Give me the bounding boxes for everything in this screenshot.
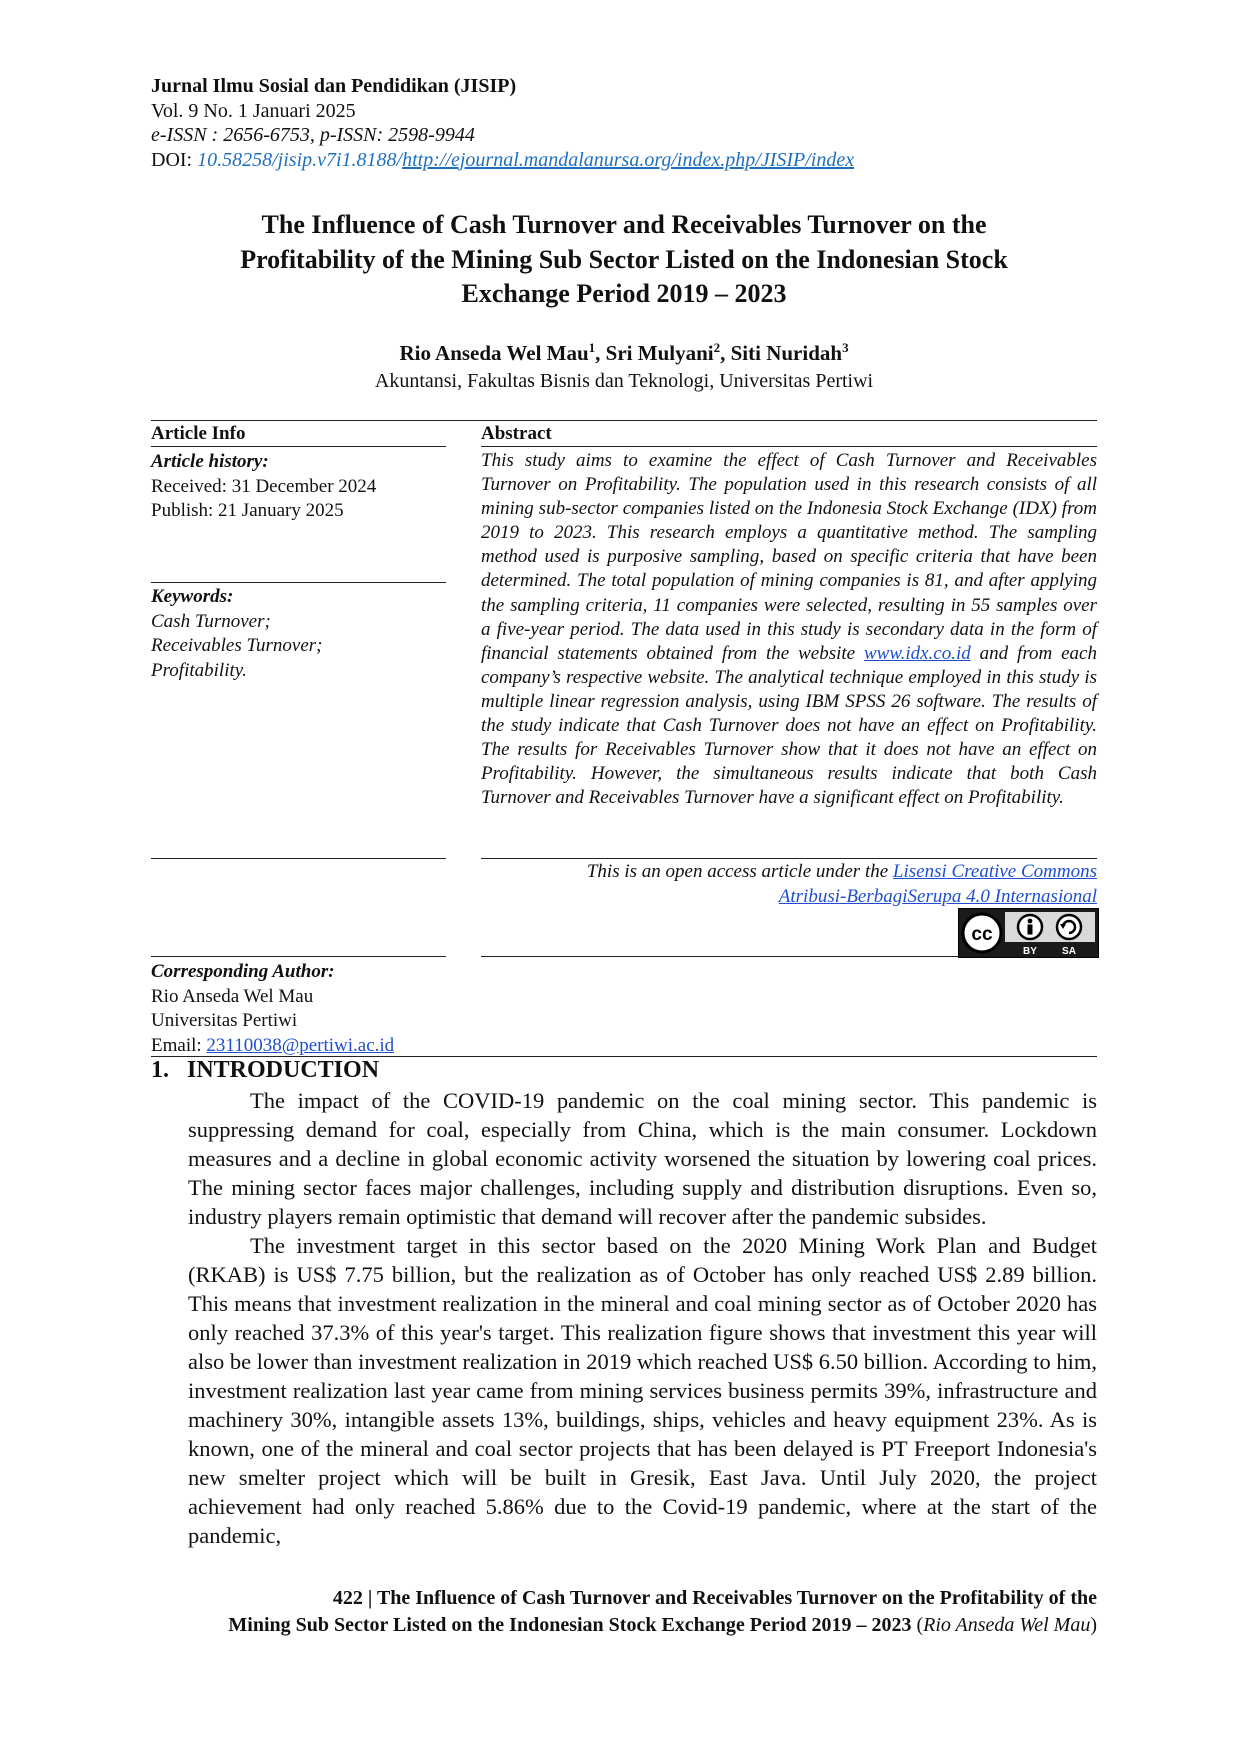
by-text: BY [1023, 946, 1037, 957]
corresponding-email: Email: 23110038@pertiwi.ac.id [151, 1034, 446, 1059]
abstract-heading: Abstract [481, 423, 552, 444]
introduction-heading: 1. INTRODUCTION [151, 1057, 380, 1083]
footer-separator: | [362, 1587, 377, 1609]
rule-left-corr [151, 956, 446, 957]
keyword-item: Profitability. [151, 659, 247, 681]
author-1-sup: 1 [588, 340, 596, 355]
email-label: Email: [151, 1034, 207, 1056]
keywords-label: Keywords: [151, 586, 234, 607]
footer-title-line-1: The Influence of Cash Turnover and Recei… [376, 1587, 1097, 1609]
corresponding-author: Corresponding Author: Rio Anseda Wel Mau… [151, 960, 446, 1058]
rule-bottom [151, 1056, 1097, 1057]
paper-title: The Influence of Cash Turnover and Recei… [151, 208, 1097, 312]
abstract-text-part-2: and from each company’s respective websi… [481, 642, 1097, 809]
sa-text: SA [1062, 946, 1076, 957]
email-link[interactable]: 23110038@pertiwi.ac.id [206, 1034, 395, 1056]
keyword-item: Cash Turnover; [151, 610, 271, 632]
footer-author: Rio Anseda Wel Mau [923, 1613, 1091, 1636]
corresponding-affiliation: Universitas Pertiwi [151, 1010, 298, 1031]
license-link-2[interactable]: Atribusi-BerbagiSerupa 4.0 Internasional [778, 885, 1097, 907]
author-1: Rio Anseda Wel Mau [399, 341, 589, 365]
page-number: 422 [332, 1587, 363, 1609]
rule-left-keywords [151, 582, 446, 583]
cc-text: cc [971, 924, 993, 945]
journal-volume: Vol. 9 No. 1 Januari 2025 [151, 99, 356, 122]
cc-by-sa-license-icon[interactable]: cc BY SA [958, 908, 1099, 958]
page-footer: 422 | The Influence of Cash Turnover and… [228, 1587, 1097, 1636]
journal-header: Jurnal Ilmu Sosial dan Pendidikan (JISIP… [151, 74, 854, 172]
introduction-body: The impact of the COVID-19 pandemic on t… [188, 1086, 1097, 1550]
open-access-text: This is an open access article under the [586, 861, 893, 882]
journal-doi: DOI: 10.58258/jisip.v7i1.8188/http://ejo… [151, 148, 854, 173]
received-date: Received: 31 December 2024 [151, 475, 377, 497]
keywords-block: Keywords: Cash Turnover; Receivables Tur… [151, 585, 446, 683]
corresponding-label: Corresponding Author: [151, 961, 335, 982]
title-line-3: Exchange Period 2019 – 2023 [461, 279, 787, 308]
corresponding-name: Rio Anseda Wel Mau [151, 985, 314, 1007]
intro-paragraph-1: The impact of the COVID-19 pandemic on t… [188, 1088, 1097, 1229]
rule-left-info [151, 446, 446, 447]
rule-abstract-head [481, 446, 1097, 447]
doi-label: DOI: [151, 148, 198, 171]
affiliation: Akuntansi, Fakultas Bisnis dan Teknologi… [374, 370, 874, 392]
author-3-sup: 3 [842, 340, 849, 355]
doi-link[interactable]: 10.58258/jisip.v7i1.8188/ [197, 148, 403, 171]
open-access-note: This is an open access article under the… [481, 860, 1097, 909]
abstract-text: This study aims to examine the effect of… [481, 449, 1097, 810]
author-3: Siti Nuridah [730, 341, 843, 365]
journal-name: Jurnal Ilmu Sosial dan Pendidikan (JISIP… [151, 75, 517, 97]
article-info-heading: Article Info [151, 423, 246, 444]
journal-issn: e-ISSN : 2656-6753, p-ISSN: 2598-9944 [151, 124, 475, 146]
publish-date: Publish: 21 January 2025 [151, 500, 344, 521]
author-2-sup: 2 [713, 340, 721, 355]
rule-left-mid [151, 858, 446, 859]
abstract-text-part-1: This study aims to examine the effect of… [481, 450, 1097, 664]
journal-url-link[interactable]: http://ejournal.mandalanursa.org/index.p… [402, 148, 855, 171]
intro-paragraph-2: The investment target in this sector bas… [188, 1233, 1097, 1548]
author-2: Sri Mulyani [605, 341, 714, 365]
title-line-2: Profitability of the Mining Sub Sector L… [240, 244, 1008, 274]
author-list: Rio Anseda Wel Mau1, Sri Mulyani2, Siti … [399, 340, 849, 365]
title-line-1: The Influence of Cash Turnover and Recei… [261, 210, 987, 239]
idx-link[interactable]: www.idx.co.id [863, 642, 971, 664]
rule-top [151, 420, 1097, 421]
footer-title-line-2: Mining Sub Sector Listed on the Indonesi… [228, 1613, 912, 1636]
history-label: Article history: [151, 451, 269, 472]
article-history: Article history: Received: 31 December 2… [151, 450, 446, 524]
keyword-item: Receivables Turnover; [151, 635, 323, 656]
license-link-1[interactable]: Lisensi Creative Commons [892, 861, 1097, 882]
rule-abstract-end [481, 858, 1097, 859]
rule-right-corr [481, 956, 1097, 957]
